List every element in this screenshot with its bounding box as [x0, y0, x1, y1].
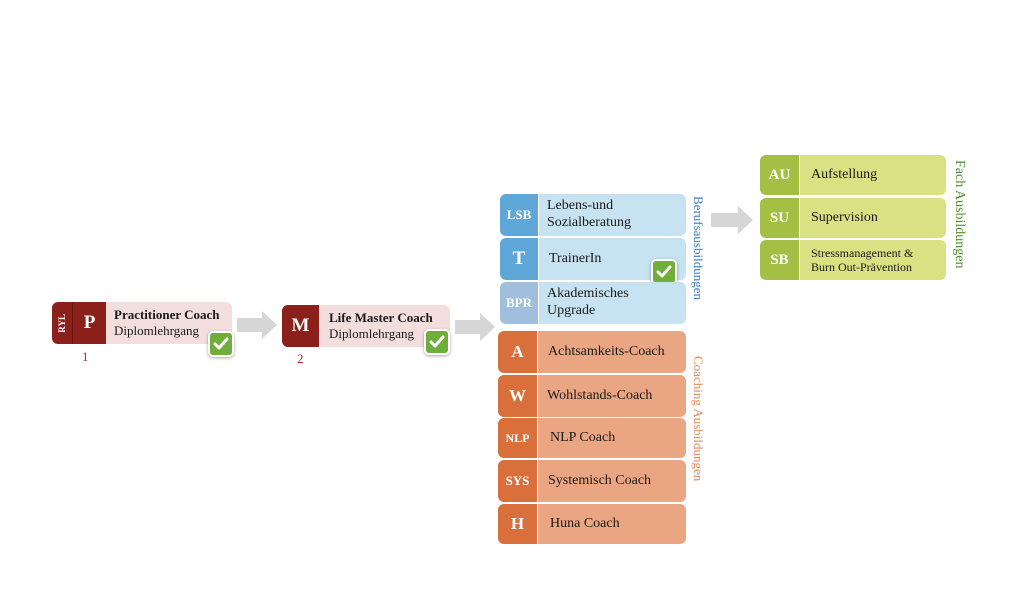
checkmark-icon: [424, 329, 450, 355]
arrow-beruf-to-fach: [711, 206, 753, 234]
coaching-item-nlp[interactable]: NLP NLP Coach: [498, 418, 686, 458]
coaching-item-label: NLP Coach: [537, 418, 686, 458]
fach-item-au[interactable]: AU Aufstellung: [760, 155, 946, 195]
beruf-item-lsb[interactable]: LSB Lebens-und Sozialberatung: [500, 194, 686, 236]
coaching-item-code: NLP: [498, 418, 537, 458]
step1-code: P: [72, 302, 106, 344]
beruf-item-code: BPR: [500, 282, 538, 324]
coaching-item-label: Wohlstands-Coach: [537, 375, 686, 417]
coaching-item-code: SYS: [498, 460, 537, 502]
beruf-item-label: Lebens-und Sozialberatung: [538, 194, 686, 236]
beruf-item-code: T: [500, 238, 538, 280]
coaching-item-a[interactable]: A Achtsamkeits-Coach: [498, 331, 686, 373]
beruf-item-bpr[interactable]: BPR Akademisches Upgrade: [500, 282, 686, 324]
arrow-step2-to-branches: [455, 313, 495, 341]
step2-number: 2: [297, 351, 304, 366]
coaching-item-code: W: [498, 375, 537, 417]
coaching-item-w[interactable]: W Wohlstands-Coach: [498, 375, 686, 417]
coaching-item-label: Huna Coach: [537, 504, 686, 544]
beruf-item-label: Akademisches Upgrade: [538, 282, 686, 324]
coaching-item-label: Systemisch Coach: [537, 460, 686, 502]
fach-item-code: AU: [760, 155, 799, 195]
coaching-item-h[interactable]: H Huna Coach: [498, 504, 686, 544]
step1-label: Practitioner Coach Diplomlehrgang: [106, 302, 232, 344]
step2-life-master-box[interactable]: M Life Master Coach Diplomlehrgang: [282, 305, 450, 347]
step1-badge: RYL: [52, 302, 72, 344]
coaching-item-code: H: [498, 504, 537, 544]
checkmark-icon: [208, 331, 234, 357]
step1-number: 1: [82, 349, 89, 364]
step1-practitioner-box[interactable]: RYL P Practitioner Coach Diplomlehrgang: [52, 302, 232, 344]
fach-item-su[interactable]: SU Supervision: [760, 198, 946, 238]
fach-item-code: SU: [760, 198, 799, 238]
fach-item-label: Stressmanagement & Burn Out-Prävention: [799, 240, 946, 280]
step2-title: Life Master Coach: [329, 310, 433, 326]
beruf-item-code: LSB: [500, 194, 538, 236]
arrow-step1-to-step2: [237, 311, 277, 339]
fach-item-label: Aufstellung: [799, 155, 946, 195]
step2-code: M: [282, 305, 319, 347]
coaching-item-code: A: [498, 331, 537, 373]
fach-item-sb[interactable]: SB Stressmanagement & Burn Out-Präventio…: [760, 240, 946, 280]
fach-item-label: Supervision: [799, 198, 946, 238]
coaching-item-label: Achtsamkeits-Coach: [537, 331, 686, 373]
coaching-item-sys[interactable]: SYS Systemisch Coach: [498, 460, 686, 502]
step2-subtitle: Diplomlehrgang: [329, 326, 414, 341]
coaching-heading: Coaching Ausbildungen: [691, 356, 706, 482]
beruf-heading: Berufsausbildungen: [691, 196, 706, 300]
fach-heading: Fach Ausbildungen: [952, 160, 967, 269]
step1-subtitle: Diplomlehrgang: [114, 323, 199, 338]
step1-title: Practitioner Coach: [114, 307, 220, 323]
fach-item-code: SB: [760, 240, 799, 280]
checkmark-icon: [651, 259, 677, 285]
